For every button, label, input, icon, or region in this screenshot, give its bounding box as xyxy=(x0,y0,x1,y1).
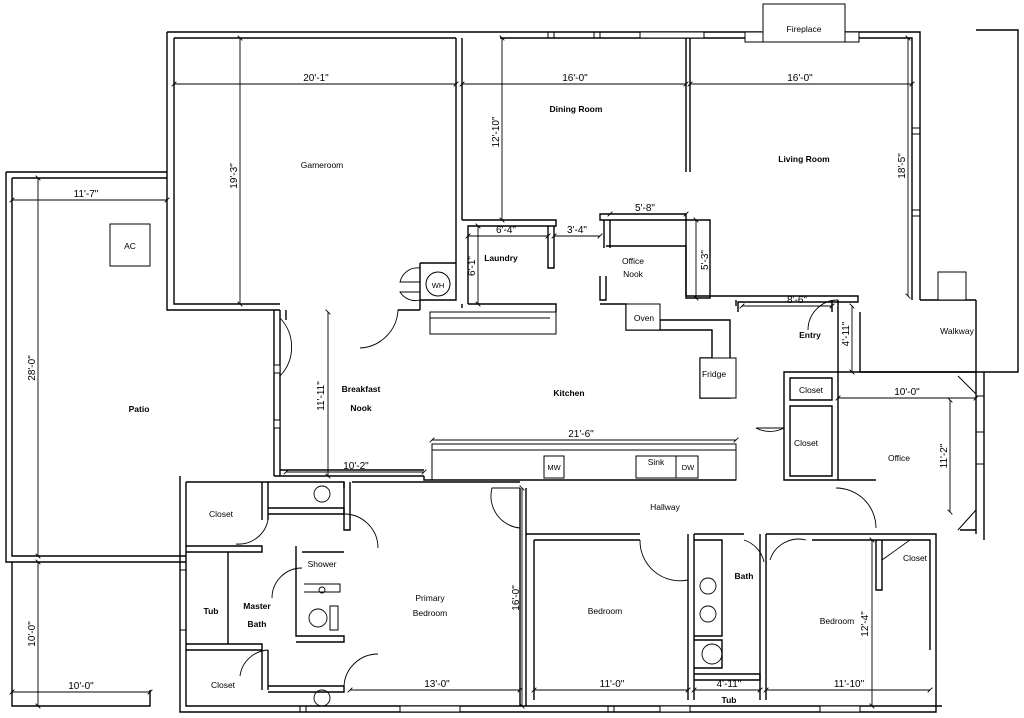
kitchen-walls xyxy=(273,309,737,481)
dim-entry-h: 4'-11" xyxy=(841,321,852,346)
hallway-label: Hallway xyxy=(650,502,681,512)
mw-label: MW xyxy=(547,463,561,472)
dim-bath-w: 4'-11" xyxy=(717,679,742,690)
dim-entry-w: 8'-6" xyxy=(787,295,807,306)
entry-walls xyxy=(755,299,839,481)
closet-master-bottom-label: Closet xyxy=(211,680,236,690)
sink-label: Sink xyxy=(648,457,665,467)
dim-gameroom-w: 20'-1" xyxy=(303,73,329,84)
dim-bedroom-mid-w: 11'-0" xyxy=(600,679,625,690)
dim-office-h: 11'-2" xyxy=(939,443,950,468)
bedroom-right-label: Bedroom xyxy=(820,616,855,626)
master-bath-label-2: Bath xyxy=(248,619,267,629)
tub-left-label: Tub xyxy=(204,606,219,616)
office-nook-walls xyxy=(599,213,859,399)
living-room-label: Living Room xyxy=(778,154,830,164)
tub-bottom-label: Tub xyxy=(722,695,737,705)
bath-label: Bath xyxy=(735,571,754,581)
shower-label: Shower xyxy=(308,559,337,569)
entry-label: Entry xyxy=(799,330,821,340)
office-label: Office xyxy=(888,453,910,463)
office-walls xyxy=(835,371,985,540)
closet-entry-label: Closet xyxy=(799,385,824,395)
dim-primary-h: 16'-0" xyxy=(511,585,522,611)
bedroom-walls xyxy=(179,476,942,713)
office-nook-label-2: Nook xyxy=(623,269,644,279)
dim-counter-w: 21'-6" xyxy=(568,429,594,440)
dim-primary-w: 13'-0" xyxy=(424,679,450,690)
dim-office-nook-h: 5'-3" xyxy=(700,250,711,270)
dim-patio-w: 11'-7" xyxy=(74,189,99,200)
oven-label: Oven xyxy=(634,313,655,323)
bedroom-mid-label: Bedroom xyxy=(588,606,623,616)
dim-pad-h: 10'-0" xyxy=(27,621,38,647)
wh-label: WH xyxy=(432,281,445,290)
primary-bedroom-label-1: Primary xyxy=(415,593,445,603)
dim-living-h: 18'-5" xyxy=(897,153,908,179)
dim-laundry-h: 6'-1" xyxy=(467,256,478,276)
dw-label: DW xyxy=(682,463,695,472)
dim-breakfast-w: 10'-2" xyxy=(343,461,369,472)
gameroom-label: Gameroom xyxy=(301,160,344,170)
primary-bedroom-label-2: Bedroom xyxy=(413,608,448,618)
dim-dining-h: 12'-10" xyxy=(491,116,502,147)
dining-room-label: Dining Room xyxy=(550,104,603,114)
closet-right-label: Closet xyxy=(903,553,928,563)
dim-patio-h: 28'-0" xyxy=(27,355,38,381)
closet-master-top-label: Closet xyxy=(209,509,234,519)
dim-office-nook-w: 5'-8" xyxy=(635,203,655,214)
ac-label: AC xyxy=(124,241,136,251)
walkway-label: Walkway xyxy=(940,326,974,336)
dim-pad-w: 10'-0" xyxy=(68,681,94,692)
fridge-label: Fridge xyxy=(702,369,726,379)
breakfast-nook-label-1: Breakfast xyxy=(342,384,381,394)
dim-gameroom-h: 19'-3" xyxy=(229,163,240,189)
office-nook-label-1: Office xyxy=(622,256,644,266)
fixture-labels: Fireplace AC WH Oven Fridge MW Sink DW S… xyxy=(124,24,822,569)
breakfast-nook-label-2: Nook xyxy=(350,403,372,413)
dim-living-w: 16'-0" xyxy=(787,73,813,84)
master-bath-walls xyxy=(186,482,379,707)
kitchen-label: Kitchen xyxy=(553,388,584,398)
dimension-labels: 20'-1" 19'-3" 16'-0" 12'-10" 16'-0" 18'-… xyxy=(27,73,950,692)
dim-bedroom-right-h: 12'-4" xyxy=(860,611,871,637)
dim-laundry-w: 6'-4" xyxy=(496,225,516,236)
exterior-walls xyxy=(166,3,1019,373)
dimension-lines xyxy=(12,38,976,706)
patio-label: Patio xyxy=(129,404,150,414)
dim-office-w: 10'-0" xyxy=(894,387,920,398)
dim-gap-w: 3'-4" xyxy=(567,225,587,236)
dim-breakfast-h: 11'-11" xyxy=(316,381,327,411)
dim-dining-w: 16'-0" xyxy=(562,73,588,84)
fireplace-label: Fireplace xyxy=(787,24,822,34)
dim-bedroom-right-w: 11'-10" xyxy=(834,679,865,690)
closet-entry2-label: Closet xyxy=(794,438,819,448)
laundry-walls xyxy=(399,219,557,335)
room-labels: Gameroom Dining Room Living Room Patio L… xyxy=(129,104,975,705)
patio-outline xyxy=(5,171,186,707)
master-bath-label-1: Master xyxy=(243,601,271,611)
laundry-label: Laundry xyxy=(484,253,518,263)
